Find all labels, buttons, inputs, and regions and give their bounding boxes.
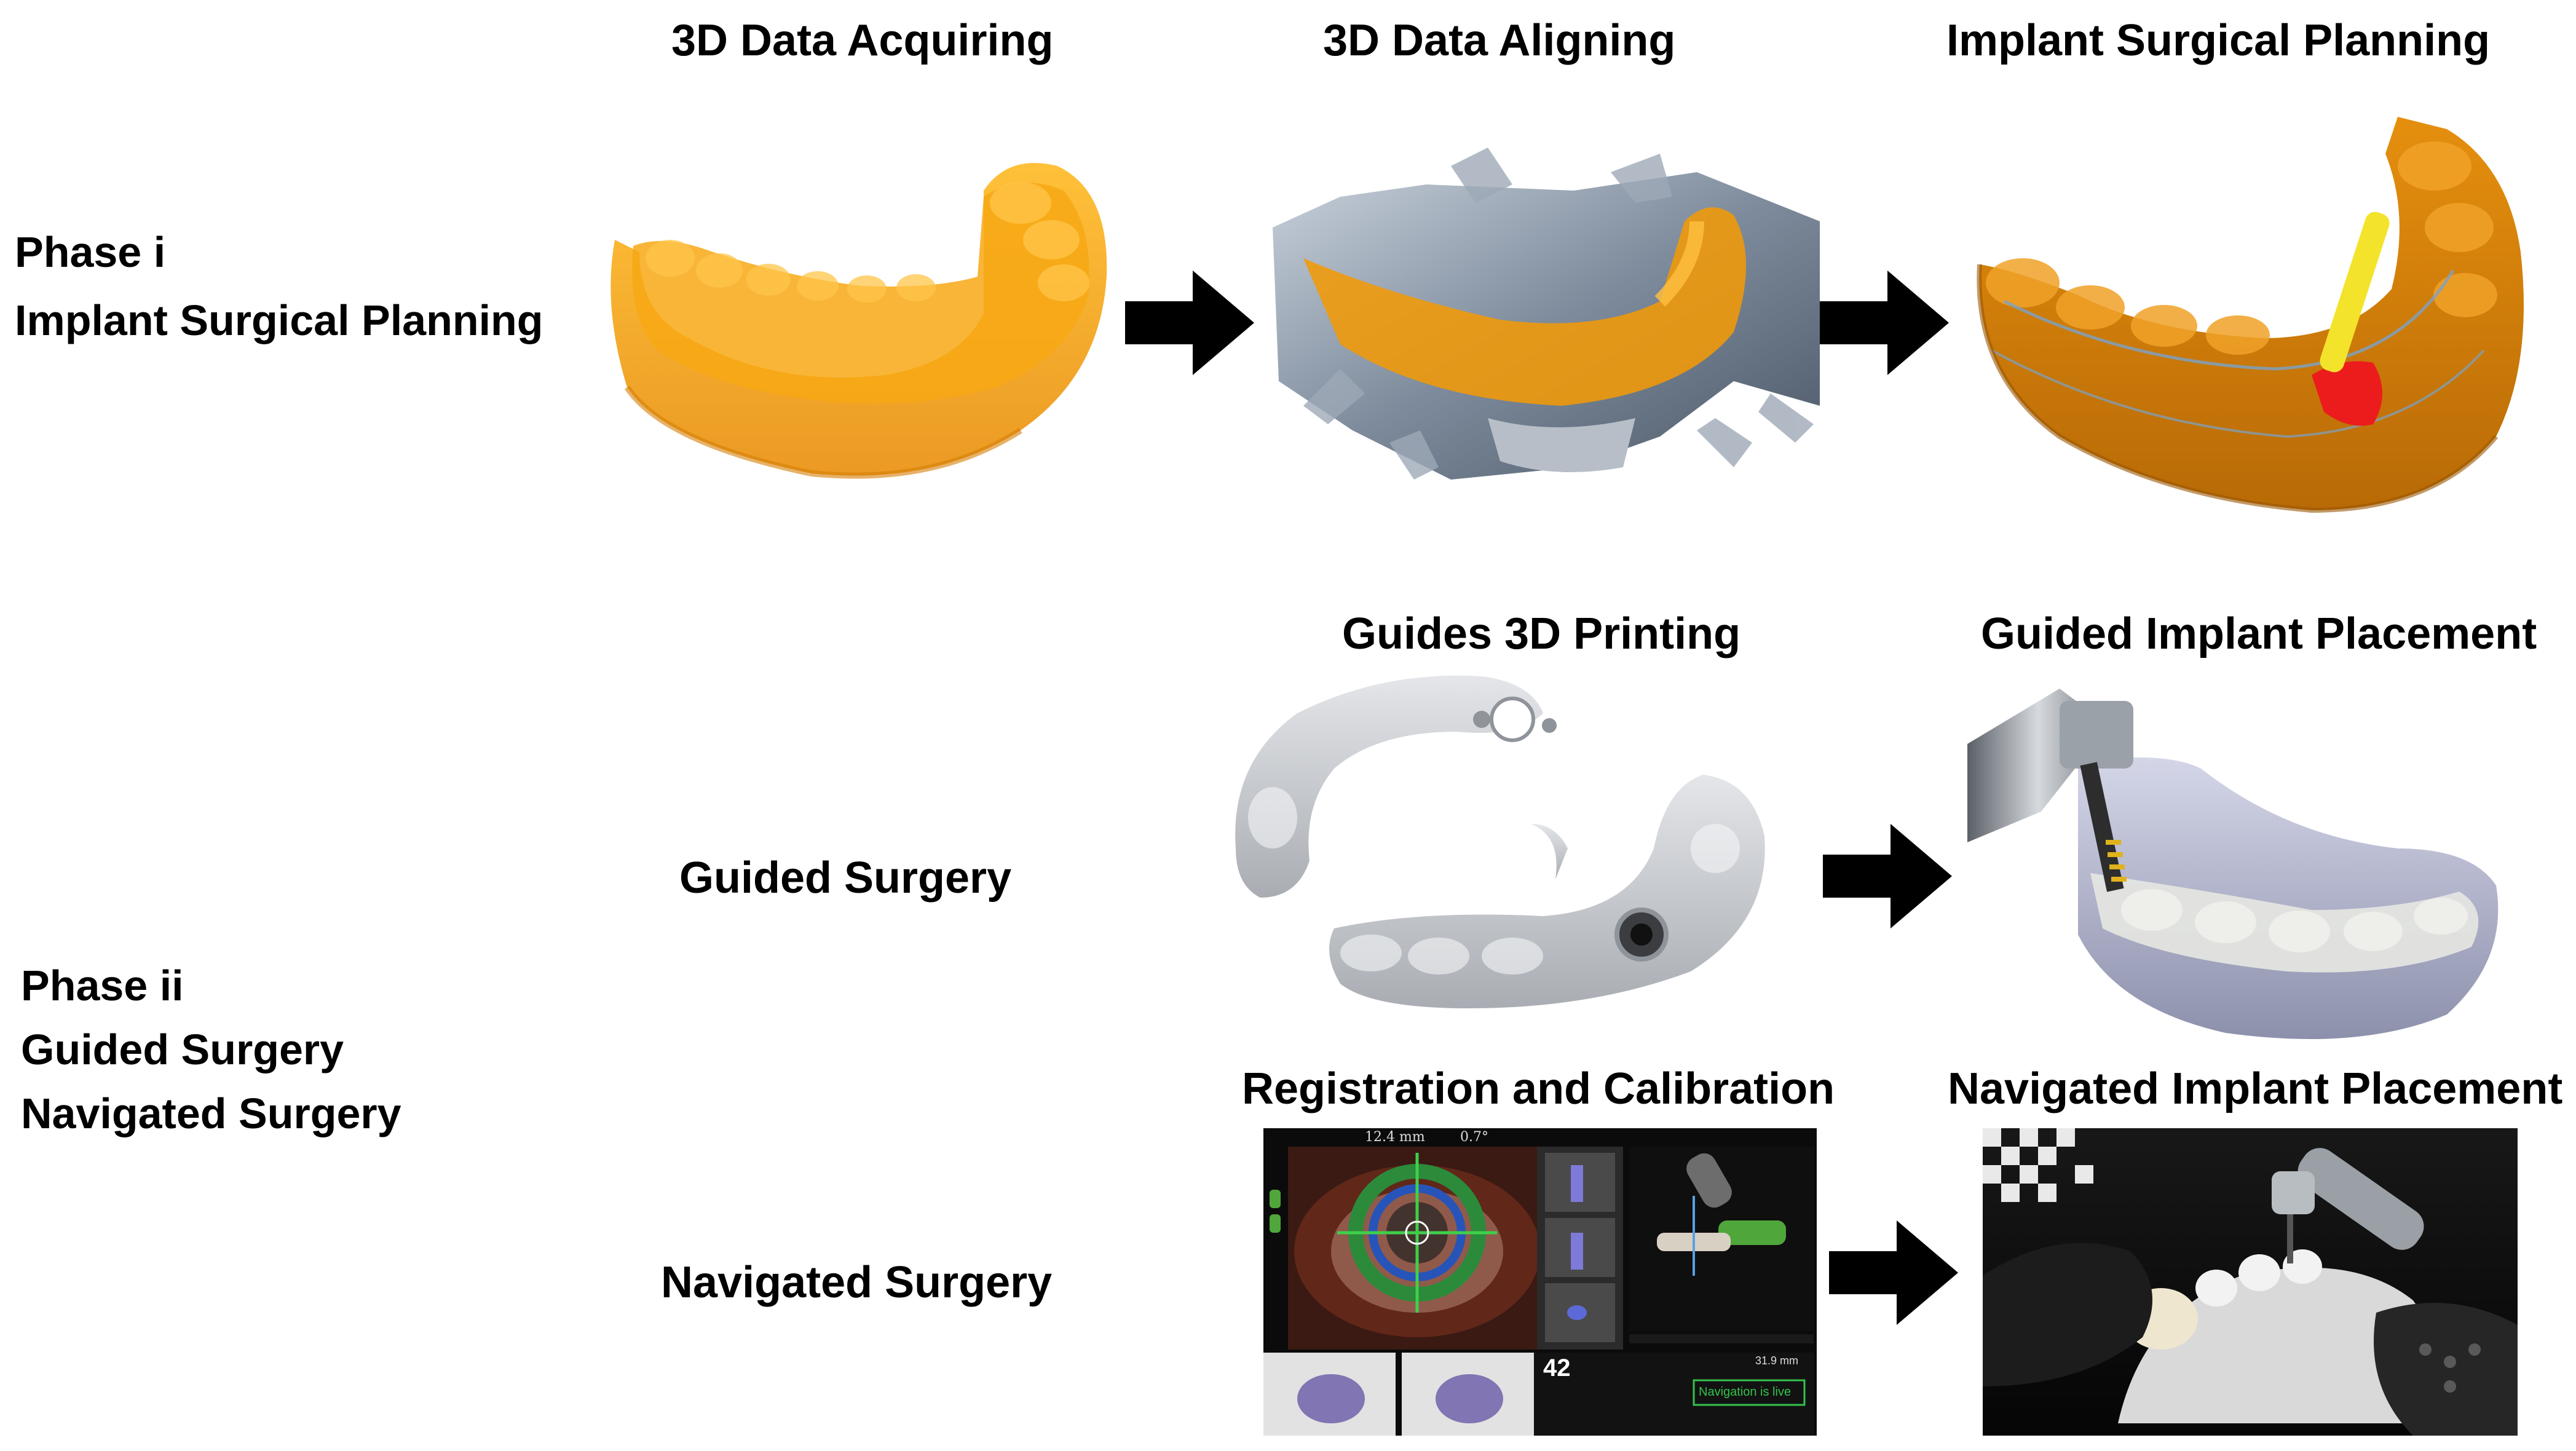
step-title-guided-placement: Guided Implant Placement	[1981, 609, 2537, 658]
guided-placement-image	[1967, 689, 2499, 1039]
dental-model-image	[610, 163, 1107, 479]
phase2-title: Phase ii	[21, 962, 184, 1010]
phase2-line2: Navigated Surgery	[21, 1089, 401, 1137]
distance-readout: 31.9 mm	[1755, 1354, 1799, 1367]
arrow-right-icon	[1829, 1220, 1958, 1325]
step-title-planning: Implant Surgical Planning	[1946, 16, 2491, 65]
step-title-navigated-placement: Navigated Implant Placement	[1948, 1064, 2563, 1113]
printed-guides-image	[1235, 675, 1765, 1008]
navigation-status: Navigation is live	[1699, 1385, 1792, 1399]
guided-surgery-row-label: Guided Surgery	[679, 853, 1012, 903]
phase1-title: Phase i	[15, 228, 166, 276]
tooth-number: 42	[1543, 1354, 1571, 1382]
step-title-acquiring: 3D Data Acquiring	[671, 16, 1054, 65]
angle-readout: 0.7°	[1460, 1129, 1488, 1145]
aligned-scan-image	[1273, 148, 1820, 480]
step-title-aligning: 3D Data Aligning	[1323, 16, 1676, 65]
depth-readout: 12.4 mm	[1365, 1129, 1425, 1145]
step-title-printing: Guides 3D Printing	[1342, 609, 1741, 658]
phase1-subtitle: Implant Surgical Planning	[15, 296, 543, 344]
navigated-placement-image	[1983, 1128, 2518, 1436]
arrow-right-icon	[1125, 271, 1254, 375]
navigated-surgery-row-label: Navigated Surgery	[661, 1258, 1053, 1307]
arrow-right-icon	[1820, 271, 1949, 375]
phase2-line1: Guided Surgery	[21, 1026, 344, 1073]
planning-model-image	[1977, 117, 2524, 513]
arrow-right-icon	[1823, 824, 1952, 928]
step-title-registration: Registration and Calibration	[1242, 1064, 1835, 1113]
navigation-screen-image: 12.4 mm 0.7° 42 31.9 mm Navigation is li…	[1263, 1128, 1817, 1436]
